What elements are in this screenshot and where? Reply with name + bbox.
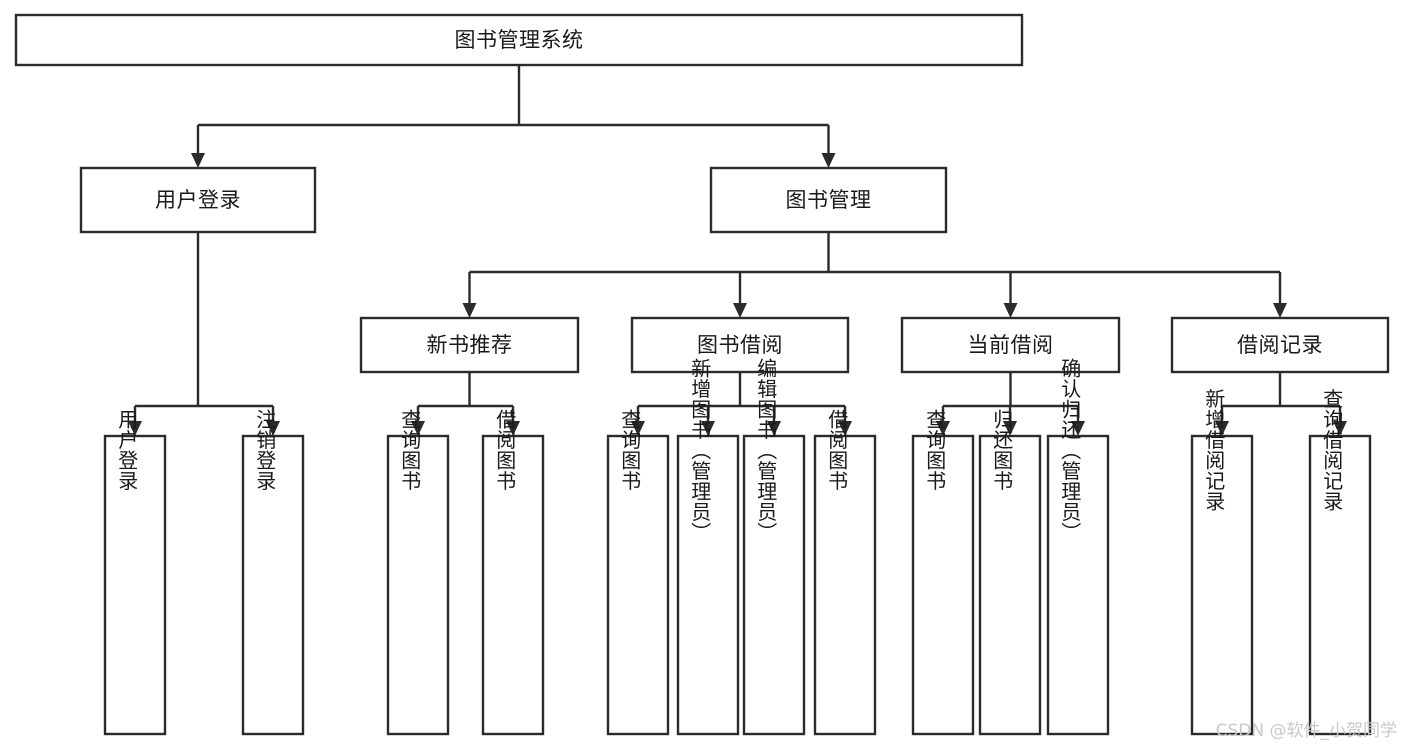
root-node[interactable]: 图书管理系统 <box>14 13 1024 67</box>
root-to-level2-arrow-1 <box>821 153 836 168</box>
borrow-record-to-leaves-arrow-0 <box>1215 421 1229 436</box>
current-borrow-to-leaves-arrow-1 <box>1003 421 1017 436</box>
book-borrow-to-leaves-arrow-0 <box>631 421 645 436</box>
level2-node-book-manage-box[interactable] <box>709 166 948 234</box>
leaf-node-leaf-logout-label: 注销登录 <box>253 409 277 491</box>
book-borrow-to-leaves-arrow-3 <box>838 421 852 436</box>
new-book-recommend-to-leaves-arrow-0 <box>411 421 425 436</box>
leaf-node-leaf-query-borrow-record[interactable]: 查询借阅记录 <box>1308 388 1372 736</box>
bookmanage-to-level3-arrow-3 <box>1273 303 1287 318</box>
leaf-node-leaf-query-book-borrow-label: 查询图书 <box>618 409 642 491</box>
bookmanage-to-level3-arrow-2 <box>1003 303 1018 318</box>
leaf-node-leaf-query-book-new[interactable]: 查询图书 <box>386 409 450 736</box>
root-to-level2-arrow-0 <box>191 153 205 168</box>
level2-node-book-manage[interactable]: 图书管理 <box>709 166 948 234</box>
leaf-node-leaf-query-book-borrow-box[interactable] <box>606 434 670 736</box>
leaf-node-leaf-add-book-admin-label: 新增图书（管理员） <box>688 357 712 542</box>
leaf-node-leaf-borrow-book-label: 借阅图书 <box>825 409 849 491</box>
leaf-node-leaf-edit-book-admin-box[interactable] <box>742 434 806 736</box>
level3-node-new-book-recommend-label: 新书推荐 <box>427 333 513 357</box>
level2-node-user-login[interactable]: 用户登录 <box>79 166 317 234</box>
book-borrow-to-leaves-arrow-2 <box>767 421 781 436</box>
new-book-recommend-to-leaves-arrow-1 <box>506 421 520 436</box>
leaf-node-leaf-logout-box[interactable] <box>241 434 305 736</box>
userlogin-to-leaves-arrow-0 <box>128 421 142 436</box>
node-layer: 图书管理系统用户登录图书管理新书推荐图书借阅当前借阅借阅记录用户登录注销登录查询… <box>14 13 1390 736</box>
leaf-node-leaf-confirm-return-admin-box[interactable] <box>1046 434 1110 736</box>
level3-node-new-book-recommend-box[interactable] <box>359 316 580 374</box>
leaf-node-leaf-borrow-book-new-box[interactable] <box>481 434 545 736</box>
current-borrow-to-leaves-arrow-2 <box>1071 421 1085 436</box>
leaf-node-leaf-return-book[interactable]: 归还图书 <box>978 409 1042 736</box>
leaf-node-leaf-add-borrow-record-box[interactable] <box>1190 434 1254 736</box>
level3-node-new-book-recommend[interactable]: 新书推荐 <box>359 316 580 374</box>
leaf-node-leaf-query-book-new-label: 查询图书 <box>398 409 422 491</box>
leaf-node-leaf-return-book-label: 归还图书 <box>990 409 1014 491</box>
leaf-node-leaf-borrow-book-new-label: 借阅图书 <box>493 409 517 491</box>
leaf-node-leaf-user-login-box[interactable] <box>103 434 167 736</box>
level2-node-book-manage-label: 图书管理 <box>786 188 872 212</box>
leaf-node-leaf-query-borrow-record-label: 查询借阅记录 <box>1320 388 1344 511</box>
leaf-node-leaf-user-login[interactable]: 用户登录 <box>103 409 167 736</box>
leaf-node-leaf-confirm-return-admin[interactable]: 确认归还（管理员） <box>1046 357 1110 736</box>
root-node-label: 图书管理系统 <box>455 28 584 52</box>
leaf-node-leaf-query-book-new-box[interactable] <box>386 434 450 736</box>
leaf-node-leaf-edit-book-admin-label: 编辑图书（管理员） <box>754 357 778 542</box>
leaf-node-leaf-query-book-borrow[interactable]: 查询图书 <box>606 409 670 736</box>
bookmanage-to-level3-arrow-0 <box>462 303 477 318</box>
leaf-node-leaf-add-book-admin-box[interactable] <box>676 434 740 736</box>
level3-node-current-borrow[interactable]: 当前借阅 <box>900 316 1121 374</box>
leaf-node-leaf-user-login-label: 用户登录 <box>115 409 139 491</box>
level3-node-current-borrow-box[interactable] <box>900 316 1121 374</box>
leaf-node-leaf-query-book-current-label: 查询图书 <box>923 409 947 491</box>
level3-node-book-borrow-label: 图书借阅 <box>697 333 783 357</box>
leaf-node-leaf-add-borrow-record-label: 新增借阅记录 <box>1202 388 1226 511</box>
leaf-node-leaf-query-book-current-box[interactable] <box>911 434 975 736</box>
leaf-node-leaf-borrow-book-new[interactable]: 借阅图书 <box>481 409 545 736</box>
leaf-node-leaf-add-borrow-record[interactable]: 新增借阅记录 <box>1190 388 1254 736</box>
leaf-node-leaf-query-book-current[interactable]: 查询图书 <box>911 409 975 736</box>
leaf-node-leaf-add-book-admin[interactable]: 新增图书（管理员） <box>676 357 740 736</box>
leaf-node-leaf-confirm-return-admin-label: 确认归还（管理员） <box>1058 357 1082 542</box>
level3-node-book-borrow-box[interactable] <box>630 316 850 374</box>
current-borrow-to-leaves-arrow-0 <box>936 421 950 436</box>
level2-node-user-login-label: 用户登录 <box>155 188 241 212</box>
leaf-node-leaf-borrow-book-box[interactable] <box>813 434 877 736</box>
level3-node-current-borrow-label: 当前借阅 <box>968 333 1054 357</box>
level3-node-borrow-record[interactable]: 借阅记录 <box>1170 316 1390 374</box>
level2-node-user-login-box[interactable] <box>79 166 317 234</box>
connector-layer <box>128 65 1347 436</box>
leaf-node-leaf-query-borrow-record-box[interactable] <box>1308 434 1372 736</box>
bookmanage-to-level3-arrow-1 <box>733 303 747 318</box>
userlogin-to-leaves-arrow-1 <box>266 421 280 436</box>
leaf-node-leaf-borrow-book[interactable]: 借阅图书 <box>813 409 877 736</box>
level3-node-book-borrow[interactable]: 图书借阅 <box>630 316 850 374</box>
level3-node-borrow-record-box[interactable] <box>1170 316 1390 374</box>
leaf-node-leaf-edit-book-admin[interactable]: 编辑图书（管理员） <box>742 357 806 736</box>
leaf-node-leaf-return-book-box[interactable] <box>978 434 1042 736</box>
borrow-record-to-leaves-arrow-1 <box>1333 421 1347 436</box>
level3-node-borrow-record-label: 借阅记录 <box>1237 333 1323 357</box>
root-node-box[interactable] <box>14 13 1024 67</box>
leaf-node-leaf-logout[interactable]: 注销登录 <box>241 409 305 736</box>
book-borrow-to-leaves-arrow-1 <box>701 421 715 436</box>
